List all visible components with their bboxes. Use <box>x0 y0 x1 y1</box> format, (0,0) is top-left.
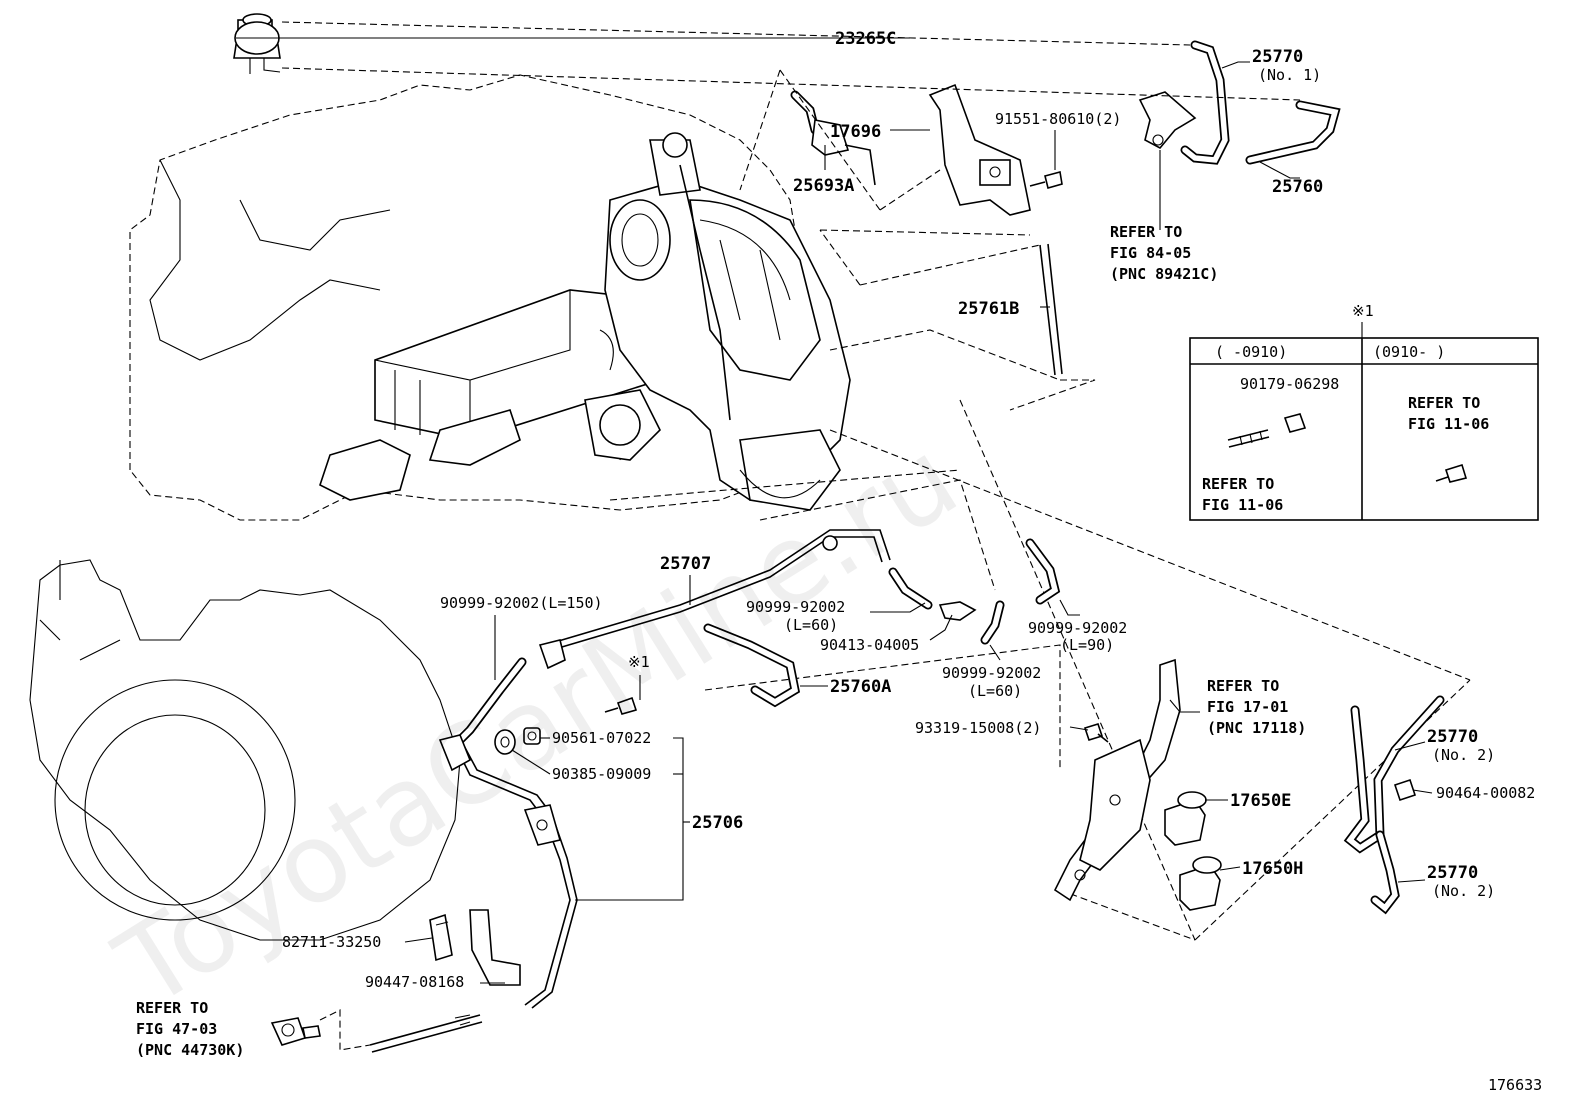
bracket-17696 <box>928 83 1031 216</box>
rod-25761B <box>1039 243 1063 376</box>
turbo-egr-assembly <box>584 132 851 511</box>
clip-82711 <box>429 913 453 962</box>
clamp-90464 <box>1393 778 1417 802</box>
bracket-17118 <box>1053 658 1181 902</box>
transmission-outline <box>29 559 461 941</box>
bolt-93319 <box>1083 723 1109 743</box>
pipe-25706 <box>438 734 578 1009</box>
vsv-17650H <box>1179 856 1222 911</box>
bolt-91551 <box>1029 171 1063 189</box>
actuator-25693A <box>790 90 876 186</box>
bolt-note1 <box>604 696 638 715</box>
rod-90447 <box>369 1014 483 1053</box>
bracket-lower <box>469 909 521 986</box>
pipe-25770-no1 <box>1180 40 1230 165</box>
hose-25760A <box>703 623 801 708</box>
hose-25760 <box>1245 100 1341 165</box>
inset-table <box>1189 322 1539 521</box>
leader-lines <box>236 37 1433 984</box>
vacuum-sensor <box>1138 91 1197 150</box>
dashed-guide-lines-top <box>281 21 1471 941</box>
pipe-25707 <box>538 529 891 670</box>
pipes-25770-no2 <box>1343 695 1445 915</box>
grommet-90385 <box>494 729 516 755</box>
tee-90413 <box>938 601 977 621</box>
vsv-17650E <box>1164 791 1207 846</box>
fitting-fig47 <box>270 1009 371 1051</box>
hoses-90999 <box>455 538 1061 745</box>
nut-90561 <box>523 727 541 745</box>
